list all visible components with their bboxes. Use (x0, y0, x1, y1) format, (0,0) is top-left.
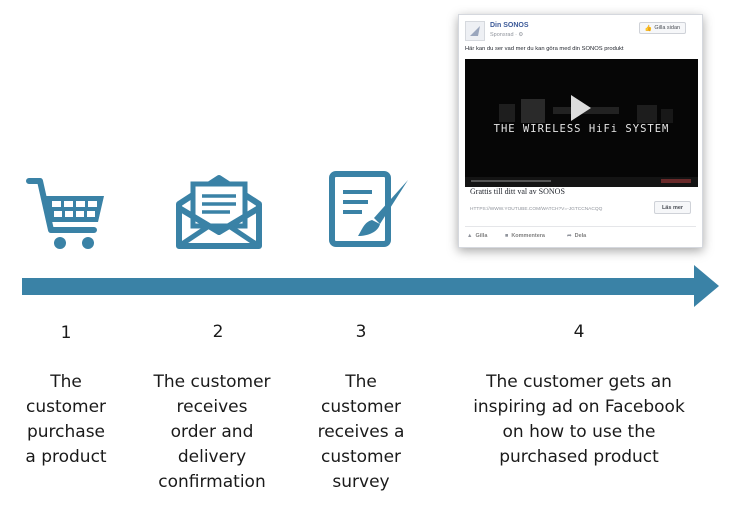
comment-icon: ■ (505, 233, 509, 239)
step-2-line: delivery (177, 447, 247, 467)
step-4-line: The customer gets an (486, 372, 672, 392)
step-1-line: The (50, 372, 82, 392)
page-avatar (465, 21, 485, 41)
share-action-label: Dela (574, 233, 587, 239)
step-3-line: receives a (317, 422, 405, 442)
sponsored-label: Sponsrad · ⚙ (490, 32, 524, 38)
read-more-button[interactable]: Läs mer (654, 201, 691, 214)
step-3-line: customer (320, 447, 402, 467)
step-2-line: order and (170, 422, 254, 442)
thumbs-up-icon: 👍 (644, 25, 653, 32)
step-4-line: on how to use the (502, 422, 656, 442)
video-player[interactable]: THE WIRELESS HiFi SYSTEM (465, 59, 698, 187)
like-icon: ▲ (467, 233, 473, 239)
open-envelope-icon (175, 174, 263, 250)
step-1-description: The customer purchase a product (16, 370, 116, 470)
divider (465, 226, 696, 227)
comment-action-label: Kommentera (511, 233, 545, 239)
step-4-number: 4 (573, 322, 585, 342)
link-url: HTTPS://WWW.YOUTUBE.COM/WATCH?V=-JGTCCNA… (470, 207, 603, 212)
step-4-line: inspiring ad on Facebook (473, 397, 685, 417)
shopping-cart-icon (26, 176, 106, 252)
link-title[interactable]: Grattis till ditt val av SONOS (470, 187, 565, 196)
survey-pen-icon (328, 170, 412, 250)
step-3-number: 3 (355, 322, 367, 342)
timeline-arrow (22, 265, 720, 312)
like-page-button[interactable]: 👍 Gilla sidan (639, 22, 686, 34)
post-text: Här kan du ser vad mer du kan göra med d… (465, 46, 624, 52)
step-1-line: customer (25, 397, 107, 417)
share-action[interactable]: ➦ Dela (567, 233, 586, 239)
step-3-description: The customer receives a customer survey (306, 370, 416, 495)
step-3-line: customer (320, 397, 402, 417)
step-2-description: The customer receives order and delivery… (142, 370, 282, 495)
step-3-line: survey (332, 472, 390, 492)
page-name[interactable]: Din SONOS (490, 22, 529, 29)
step-1-line: purchase (26, 422, 106, 442)
comment-action[interactable]: ■ Kommentera (505, 233, 545, 239)
speaker-products-image (465, 99, 698, 187)
facebook-ad-card[interactable]: Din SONOS Sponsrad · ⚙ 👍 Gilla sidan Här… (458, 14, 703, 248)
step-1-line: a product (25, 447, 107, 467)
play-icon[interactable] (571, 95, 591, 121)
like-page-label: Gilla sidan (654, 25, 681, 31)
step-2-line: receives (176, 397, 248, 417)
like-action-label: Gilla (475, 233, 488, 239)
step-4-description: The customer gets an inspiring ad on Fac… (466, 370, 692, 470)
video-title: THE WIRELESS HiFi SYSTEM (493, 123, 670, 135)
step-2-line: confirmation (158, 472, 266, 492)
like-action[interactable]: ▲ Gilla (467, 233, 487, 239)
step-3-line: The (345, 372, 377, 392)
step-4-line: purchased product (499, 447, 659, 467)
step-2-line: The customer (153, 372, 271, 392)
step-2-number: 2 (212, 322, 224, 342)
step-1-number: 1 (60, 323, 72, 343)
share-icon: ➦ (567, 233, 572, 239)
